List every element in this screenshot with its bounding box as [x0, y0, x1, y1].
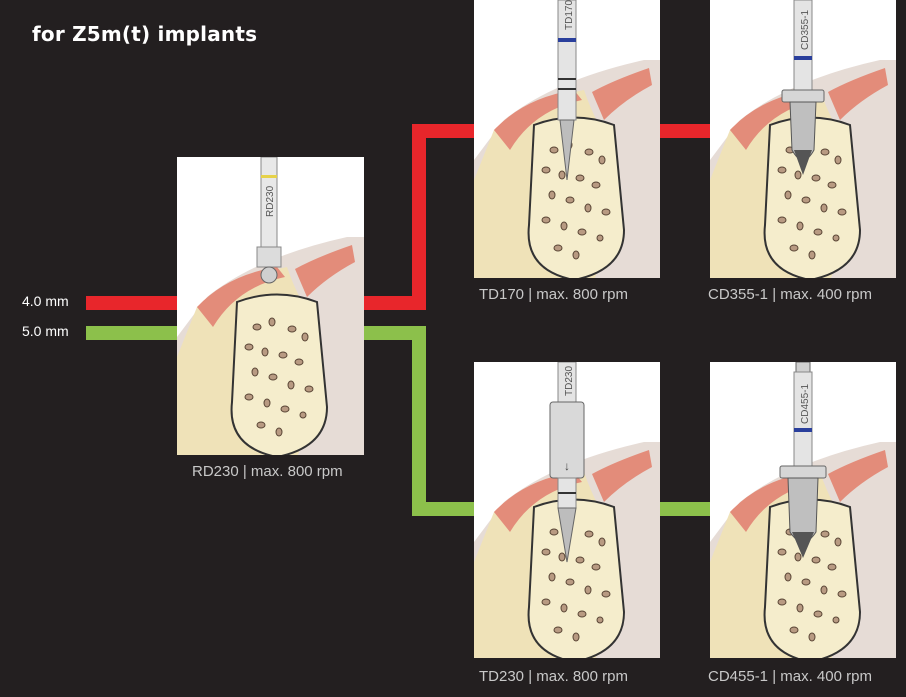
red-line-start: [86, 296, 178, 310]
red-connector-vertical: [412, 124, 426, 310]
red-connector-horizontal-3: [660, 124, 710, 138]
td230-illustration: ↓ TD230: [474, 362, 660, 658]
red-connector-horizontal-2: [412, 124, 474, 138]
label-4mm: 4.0 mm: [22, 293, 69, 309]
td230-drill-label: TD230: [564, 366, 575, 396]
green-connector-vertical: [412, 326, 426, 516]
cd455-drill-label: CD455-1: [800, 384, 811, 424]
green-line-start: [86, 326, 178, 340]
panel-rd230: RD230: [177, 157, 364, 455]
caption-td170: TD170 | max. 800 rpm: [479, 286, 628, 303]
cd355-drill-label: CD355-1: [800, 10, 811, 50]
caption-rd230: RD230 | max. 800 rpm: [192, 463, 343, 480]
caption-cd355: CD355-1 | max. 400 rpm: [708, 286, 872, 303]
label-5mm: 5.0 mm: [22, 323, 69, 339]
td170-drill-label: TD170: [564, 0, 575, 30]
panel-td230: ↓ TD230: [474, 362, 660, 658]
caption-cd455: CD455-1 | max. 400 rpm: [708, 668, 872, 685]
green-connector-horizontal-3: [660, 502, 710, 516]
rd230-drill-label: RD230: [265, 185, 276, 217]
caption-td230: TD230 | max. 800 rpm: [479, 668, 628, 685]
cd455-illustration: CD455-1: [710, 362, 896, 658]
panel-td170: TD170: [474, 0, 660, 278]
diagram-title: for Z5m(t) implants: [32, 22, 257, 46]
cd355-illustration: CD355-1: [710, 0, 896, 278]
green-connector-horizontal-2: [412, 502, 474, 516]
panel-cd355: CD355-1: [710, 0, 896, 278]
td230-arrow-icon: ↓: [564, 459, 570, 473]
panel-cd455: CD455-1: [710, 362, 896, 658]
rd230-illustration: RD230: [177, 157, 364, 455]
td170-illustration: TD170: [474, 0, 660, 278]
